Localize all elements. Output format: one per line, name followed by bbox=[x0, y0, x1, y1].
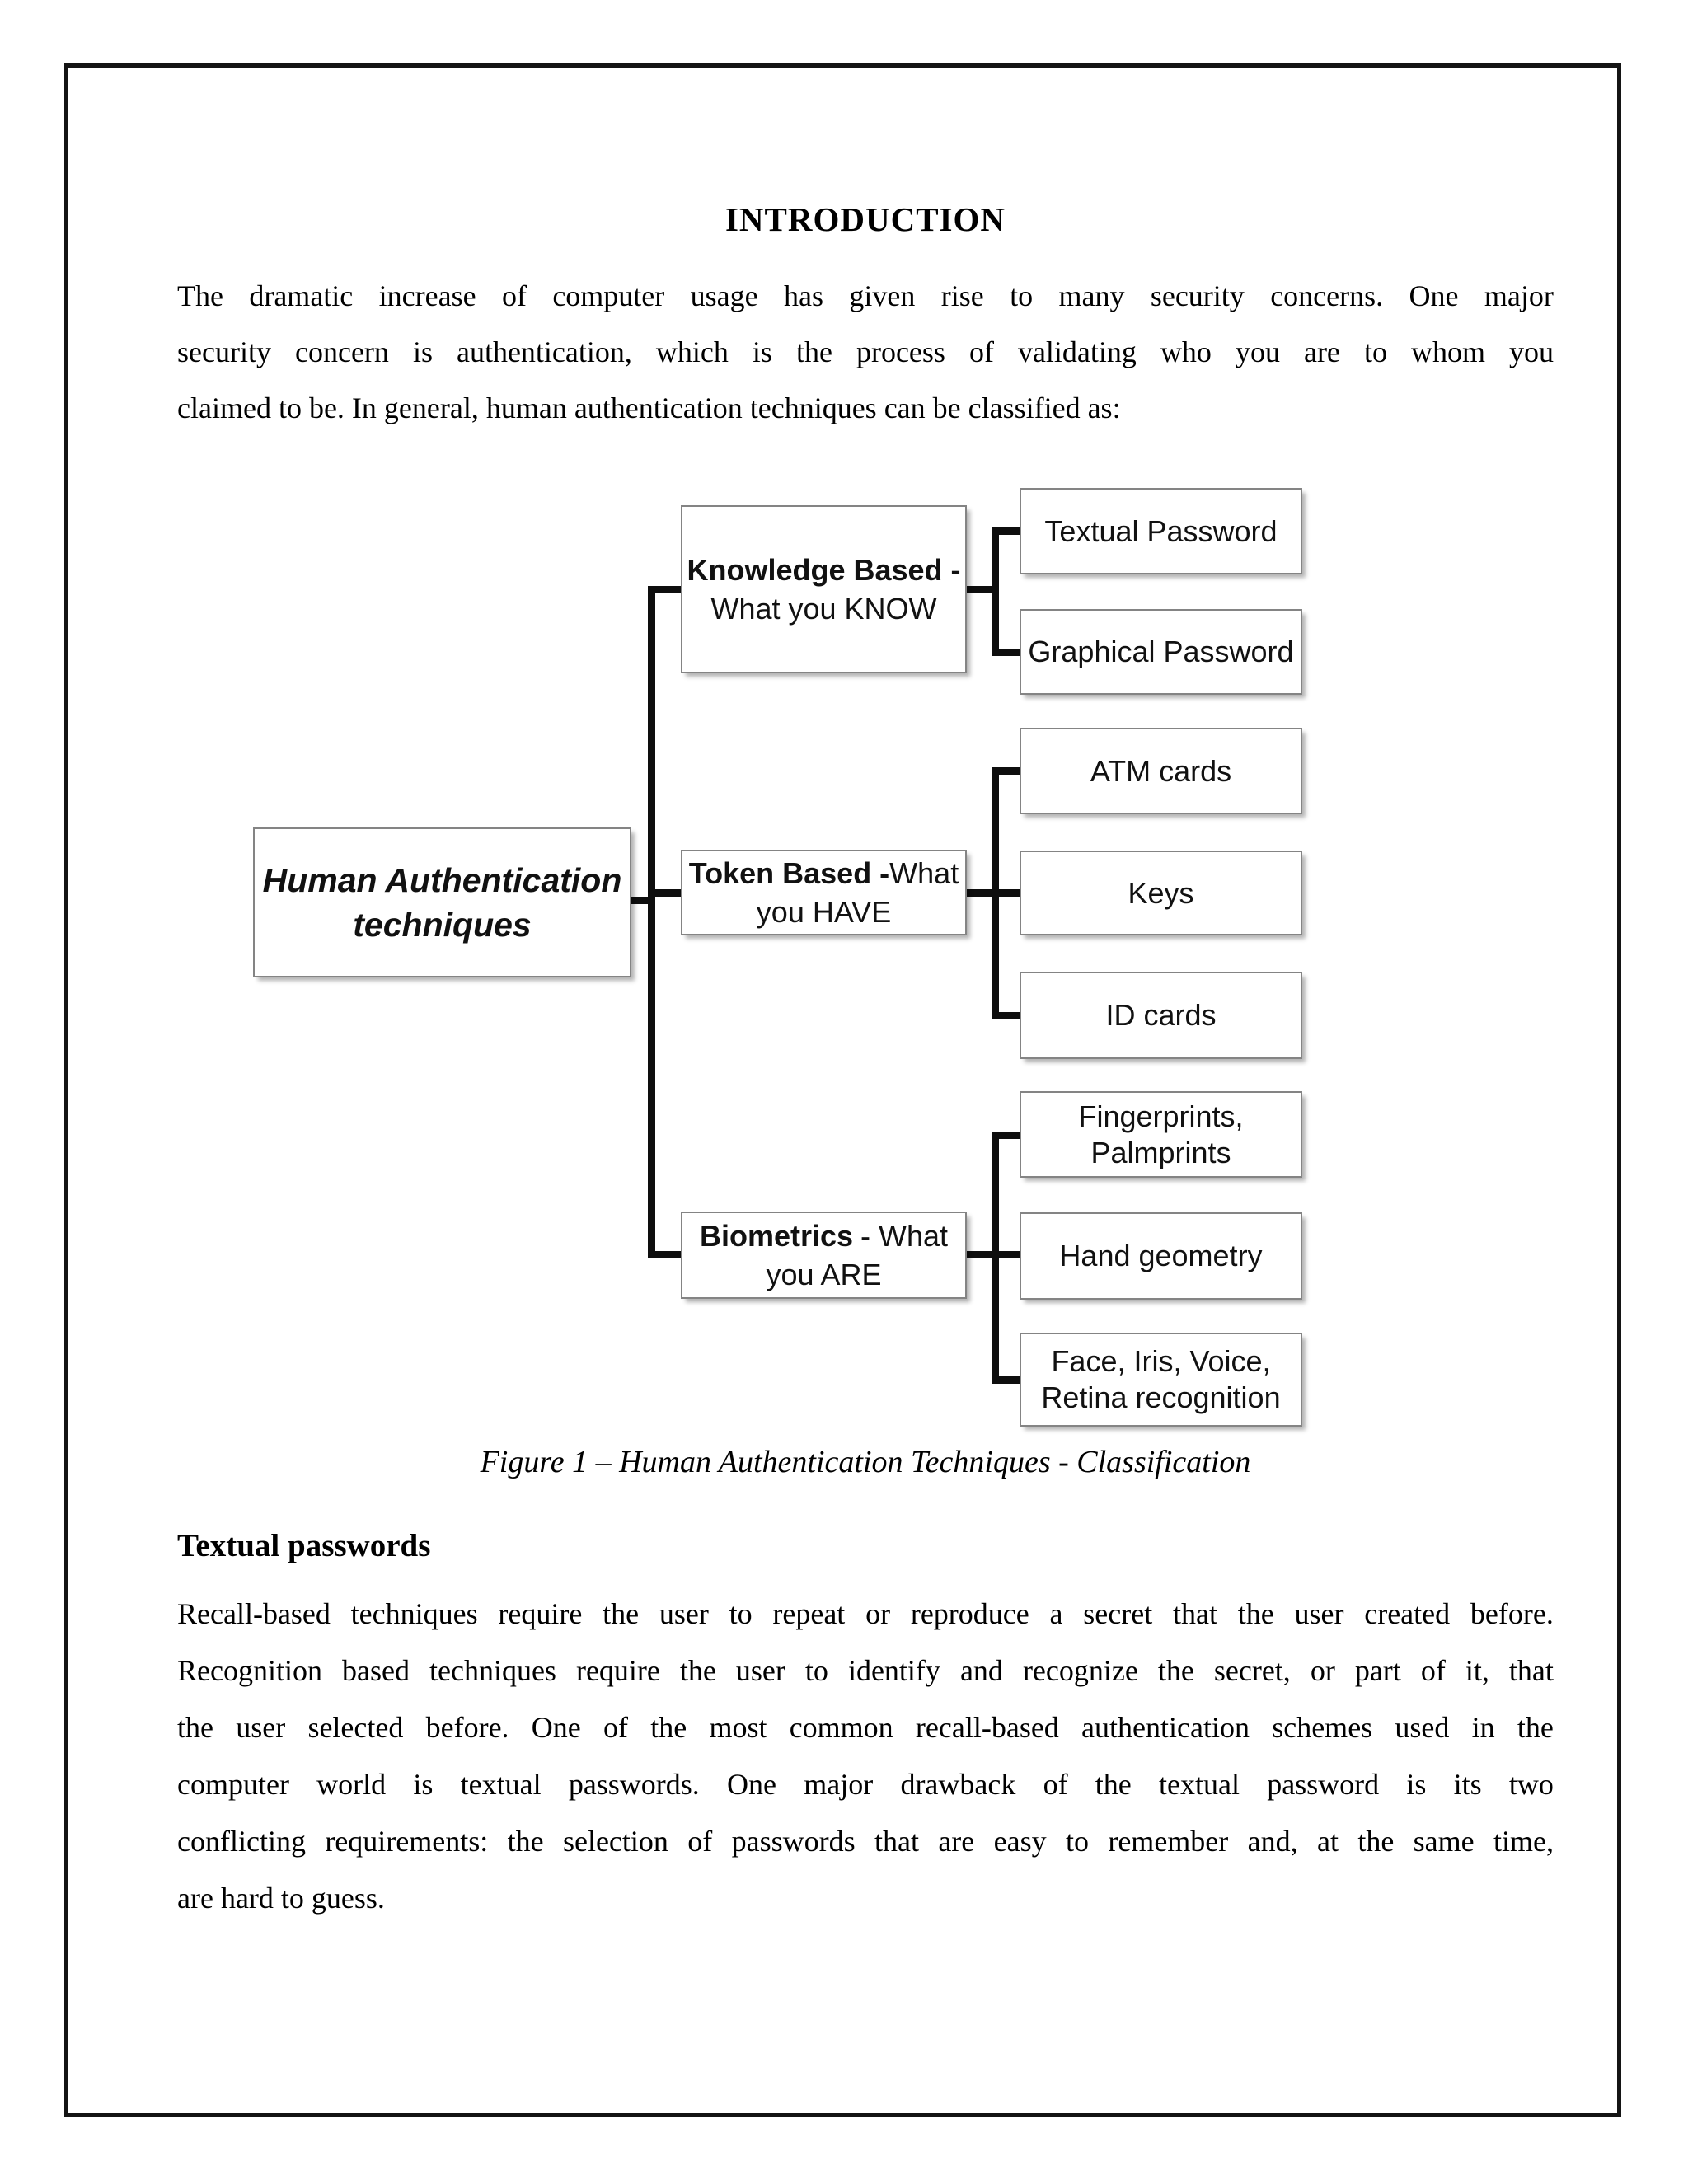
leaf-node-id-cards: ID cards bbox=[1020, 972, 1302, 1059]
connector-line bbox=[648, 889, 681, 897]
branch-node-knowledge-based: Knowledge Based - What you KNOW bbox=[681, 505, 967, 673]
connector-line bbox=[967, 889, 1020, 897]
branch-node-token-based: Token Based -What you HAVE bbox=[681, 850, 967, 935]
node-label: Palmprints bbox=[1090, 1135, 1231, 1169]
node-label: Token Based -What bbox=[688, 856, 959, 890]
connector-line bbox=[992, 527, 1020, 535]
connector-line bbox=[992, 1132, 1020, 1139]
node-label: Textual Password bbox=[1044, 513, 1278, 548]
connector-line bbox=[992, 1012, 1020, 1019]
node-label: you HAVE bbox=[756, 895, 892, 929]
node-label: Graphical Password bbox=[1028, 635, 1294, 668]
node-label: Knowledge Based - bbox=[687, 553, 961, 587]
leaf-node-keys: Keys bbox=[1020, 851, 1302, 935]
node-label: Hand geometry bbox=[1059, 1239, 1263, 1272]
connector-line bbox=[648, 586, 681, 593]
leaf-node-graphical-password: Graphical Password bbox=[1020, 609, 1302, 695]
node-label: you ARE bbox=[766, 1258, 882, 1291]
paragraph-line: are hard to guess. bbox=[177, 1882, 385, 1915]
node-label: Human Authentication bbox=[262, 861, 622, 899]
leaf-node-textual-password: Textual Password bbox=[1020, 488, 1302, 574]
node-label: techniques bbox=[353, 906, 532, 944]
leaf-node-atm-cards: ATM cards bbox=[1020, 728, 1302, 814]
section-heading: Textual passwords bbox=[177, 1528, 431, 1563]
leaf-node-hand-geometry: Hand geometry bbox=[1020, 1212, 1302, 1300]
connector-line bbox=[648, 1251, 681, 1258]
figure-caption: Figure 1 – Human Authentication Techniqu… bbox=[480, 1445, 1251, 1479]
paragraph-line: claimed to be. In general, human authent… bbox=[177, 391, 1121, 424]
node-label: Retina recognition bbox=[1041, 1380, 1281, 1414]
node-label: ATM cards bbox=[1090, 753, 1232, 788]
node-label: Face, Iris, Voice, bbox=[1051, 1344, 1271, 1378]
connector-line bbox=[648, 586, 655, 1258]
page-title: INTRODUCTION bbox=[724, 200, 1006, 238]
connector-line bbox=[967, 1251, 1020, 1258]
branch-node-biometrics: Biometrics- What you ARE bbox=[681, 1212, 967, 1299]
leaf-node-face-iris-voice-retina: Face, Iris, Voice, Retina recognition bbox=[1020, 1333, 1302, 1427]
node-label: ID cards bbox=[1105, 998, 1217, 1032]
node-label: Fingerprints, bbox=[1078, 1099, 1244, 1133]
connector-line bbox=[992, 649, 1020, 656]
root-node-human-authentication: Human Authentication techniques bbox=[253, 827, 631, 977]
connector-line bbox=[992, 1376, 1020, 1384]
connector-line bbox=[967, 586, 999, 593]
node-label: What you KNOW bbox=[710, 592, 937, 626]
connector-line bbox=[631, 897, 655, 904]
connector-line bbox=[992, 767, 1020, 775]
page-border bbox=[64, 63, 1621, 2117]
node-label: Keys bbox=[1128, 875, 1194, 910]
node-label: Biometrics- What bbox=[699, 1219, 949, 1253]
leaf-node-fingerprints-palmprints: Fingerprints, Palmprints bbox=[1020, 1091, 1302, 1178]
